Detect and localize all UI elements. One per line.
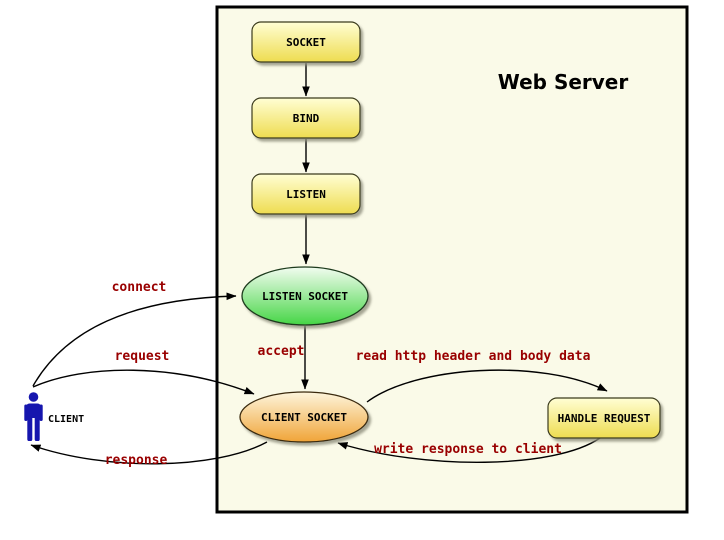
socket-label: SOCKET: [286, 36, 326, 49]
edge-label-read: read http header and body data: [356, 349, 591, 364]
edge-label-request: request: [115, 349, 170, 364]
node-socket: SOCKET: [251, 21, 361, 63]
edge-write-response: [337, 437, 601, 464]
listen-socket-ellipse: [241, 266, 369, 326]
edge-label-response: response: [105, 453, 168, 468]
bind-label: BIND: [293, 112, 320, 125]
node-listen-socket: LISTEN SOCKET: [241, 266, 369, 326]
listen-box: [251, 173, 361, 215]
node-bind: BIND: [251, 97, 361, 139]
node-listen: LISTEN: [251, 173, 361, 215]
listen-socket-label: LISTEN SOCKET: [262, 290, 348, 303]
node-client-socket: CLIENT SOCKET: [239, 391, 369, 443]
handle-request-label: HANDLE REQUEST: [558, 412, 651, 425]
edge-label-accept: accept: [258, 344, 305, 359]
diagram-title: Web Server: [498, 70, 629, 94]
edge-request: [32, 369, 255, 395]
socket-box: [251, 21, 361, 63]
client-socket-label: CLIENT SOCKET: [261, 411, 347, 424]
edge-labels: connect request response accept read htt…: [105, 280, 591, 468]
edge-response: [30, 441, 268, 465]
edge-connect: [32, 292, 237, 387]
node-handle-request: HANDLE REQUEST: [547, 397, 661, 439]
edges: [30, 63, 608, 465]
edge-label-connect: connect: [112, 280, 167, 295]
edge-read-request: [366, 369, 608, 403]
client-socket-ellipse: [239, 391, 369, 443]
listen-label: LISTEN: [286, 188, 326, 201]
edge-label-write: write response to client: [374, 442, 562, 457]
bind-box: [251, 97, 361, 139]
handle-request-box: [547, 397, 661, 439]
client-person-icon: [24, 392, 43, 441]
client-label: CLIENT: [48, 414, 84, 425]
